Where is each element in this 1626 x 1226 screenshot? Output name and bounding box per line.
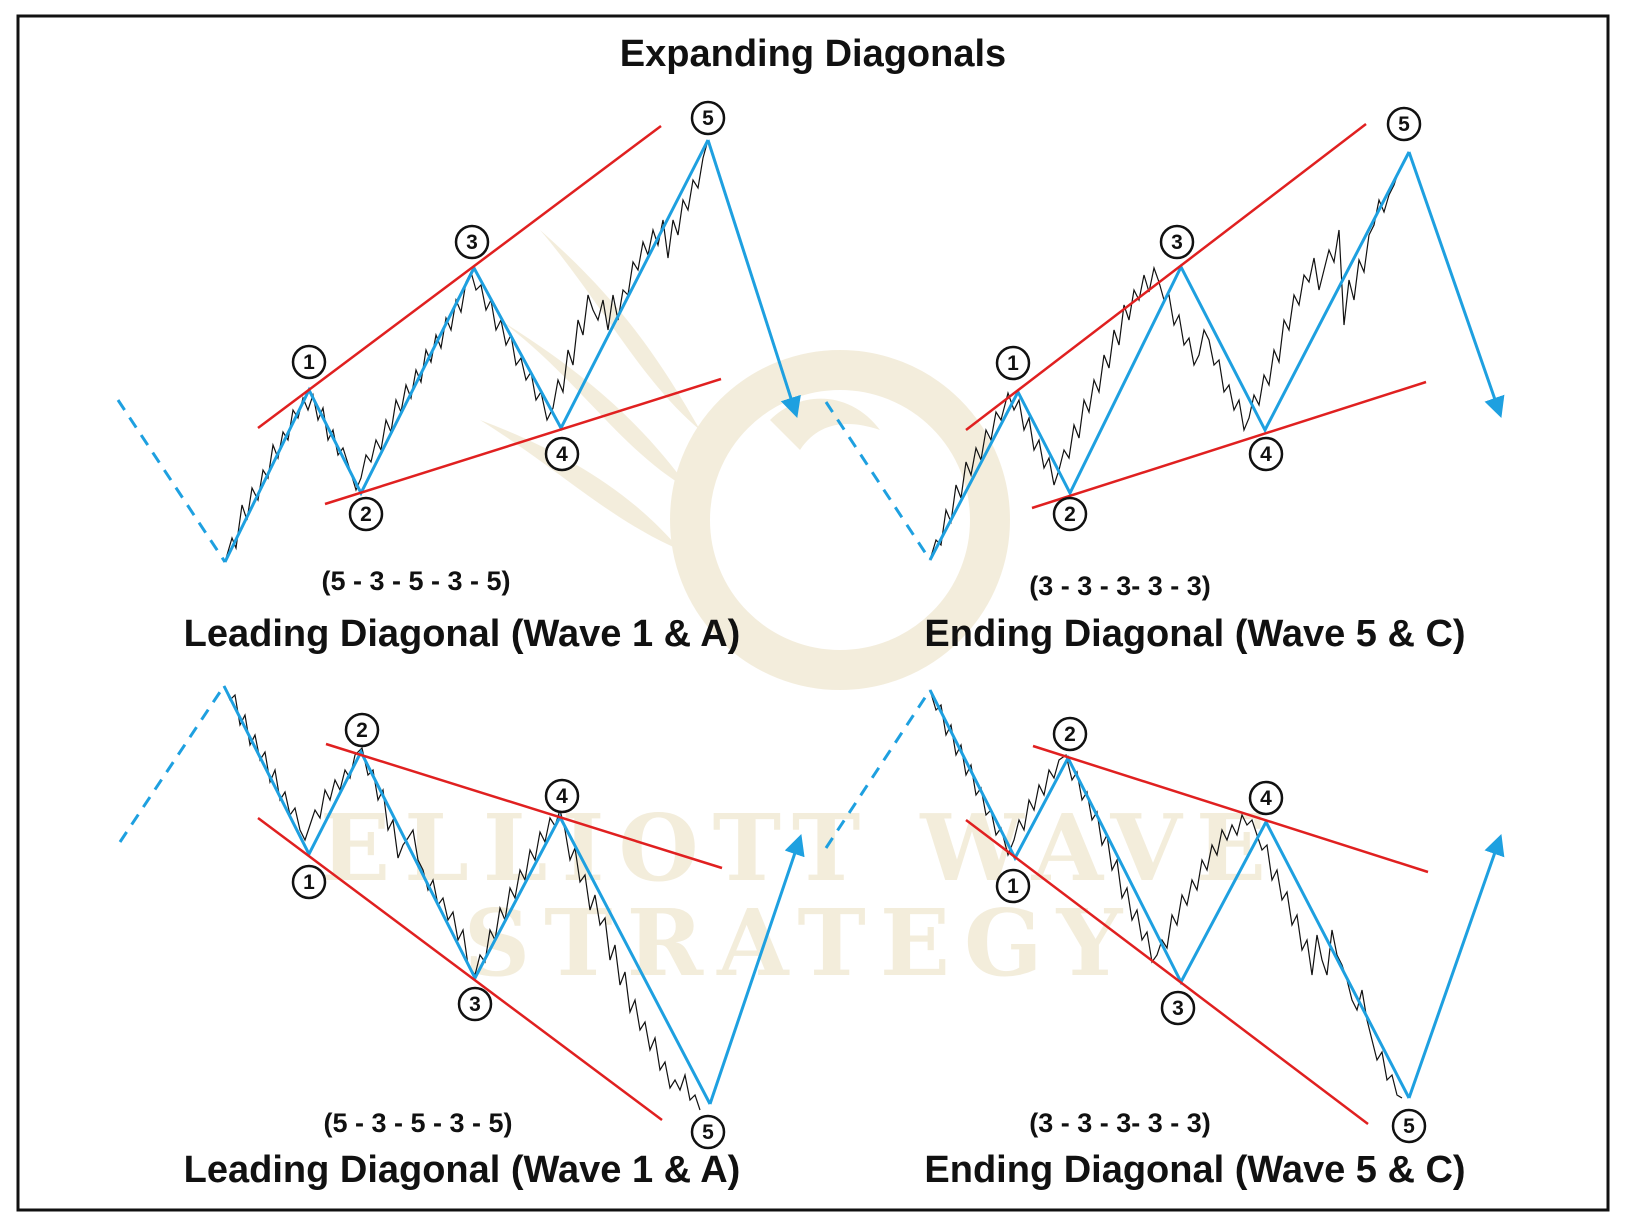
svg-text:1: 1 [1007, 352, 1019, 375]
wave-label-3: 3 [457, 986, 493, 1022]
wave-5-to-arrow [1407, 834, 1505, 1099]
upper-trendline [1032, 744, 1429, 874]
outer-border [16, 14, 1610, 1212]
svg-text:2: 2 [360, 503, 372, 526]
wave-label-4: 4 [1248, 436, 1284, 472]
wave-label-1: 1 [995, 868, 1031, 904]
wave-label-2: 2 [348, 496, 384, 532]
wave-label-5: 5 [690, 1114, 726, 1150]
svg-text:3: 3 [1171, 231, 1183, 254]
wave-5-to-arrow [1407, 151, 1505, 418]
wave-label-3: 3 [1160, 990, 1196, 1026]
wave-5-to-arrow [706, 139, 801, 418]
svg-text:4: 4 [1260, 443, 1272, 466]
wave-label-2: 2 [344, 712, 380, 748]
wave-label-4: 4 [544, 778, 580, 814]
wave-path [928, 151, 1411, 561]
svg-text:1: 1 [303, 871, 315, 894]
wave-label-2: 2 [1052, 496, 1088, 532]
svg-text:4: 4 [556, 443, 568, 466]
lower-trendline [965, 819, 1369, 1125]
svg-text:4: 4 [1260, 787, 1272, 810]
wave-label-5: 5 [1386, 106, 1422, 142]
svg-text:5: 5 [702, 1121, 714, 1144]
wave-label-1: 1 [995, 345, 1031, 381]
svg-text:1: 1 [303, 351, 315, 374]
panel-heading: Leading Diagonal (Wave 1 & A) [184, 1149, 741, 1191]
phoenix-logo-icon [480, 230, 1010, 690]
wave-label-5: 5 [1391, 1108, 1427, 1144]
lower-trendline [1031, 380, 1427, 510]
panel-heading: Leading Diagonal (Wave 1 & A) [184, 613, 741, 655]
lower-trendline [257, 816, 663, 1122]
structure-label: (3 - 3 - 3- 3 - 3) [1029, 1108, 1211, 1138]
lead-in-dashed-line [116, 399, 227, 563]
structure-label: (5 - 3 - 5 - 3 - 5) [323, 1108, 512, 1138]
svg-text:3: 3 [469, 993, 481, 1016]
lead-in-dashed-line [118, 685, 226, 843]
wave-label-1: 1 [291, 864, 327, 900]
svg-text:4: 4 [556, 785, 568, 808]
panel-ending-diagonal-down: 1 2 3 4 5 (3 - 3 - 3- 3 - 3) Ending Diag… [824, 689, 1505, 1191]
lead-in-dashed-line [824, 401, 932, 561]
wave-label-3: 3 [1159, 224, 1195, 260]
panel-leading-diagonal-down: 1 2 3 4 5 (5 - 3 - 5 - 3 - 5) Leading Di… [118, 685, 805, 1191]
wave-path [928, 689, 1411, 1099]
panel-leading-diagonal-up: 1 2 3 4 5 (5 - 3 - 5 - 3 - 5) Leading Di… [116, 100, 801, 655]
wave-label-4: 4 [544, 436, 580, 472]
svg-text:3: 3 [1172, 997, 1184, 1020]
upper-trendline [965, 123, 1367, 431]
svg-text:5: 5 [702, 107, 714, 130]
panel-ending-diagonal-up: 1 2 3 4 5 (3 - 3 - 3- 3 - 3) Ending Diag… [824, 106, 1505, 655]
wave-label-1: 1 [291, 344, 327, 380]
wave-label-2: 2 [1052, 716, 1088, 752]
price-path [929, 151, 1410, 561]
watermark-line-1: ELLIOTT WAVE [320, 794, 1280, 902]
lead-in-dashed-line [824, 689, 932, 849]
svg-text:5: 5 [1398, 113, 1410, 136]
svg-text:3: 3 [466, 231, 478, 254]
panel-heading: Ending Diagonal (Wave 5 & C) [924, 613, 1465, 655]
lower-trendline [324, 377, 722, 506]
watermark-line-2: STRATEGY [464, 889, 1137, 997]
diagram-title: Expanding Diagonals [620, 33, 1006, 75]
wave-label-4: 4 [1248, 780, 1284, 816]
wave-path [222, 685, 712, 1105]
wave-label-3: 3 [454, 224, 490, 260]
upper-trendline [257, 124, 662, 430]
svg-text:2: 2 [1064, 723, 1076, 746]
wave-path [223, 139, 710, 563]
structure-label: (5 - 3 - 5 - 3 - 5) [321, 566, 510, 596]
svg-text:2: 2 [1064, 503, 1076, 526]
svg-text:1: 1 [1007, 875, 1019, 898]
svg-text:2: 2 [356, 719, 368, 742]
price-path [223, 685, 701, 1111]
upper-trendline [325, 742, 723, 870]
structure-label: (3 - 3 - 3- 3 - 3) [1029, 571, 1211, 601]
panel-heading: Ending Diagonal (Wave 5 & C) [924, 1149, 1465, 1191]
wave-5-to-arrow [708, 834, 805, 1105]
svg-text:5: 5 [1403, 1115, 1415, 1138]
wave-label-5: 5 [690, 100, 726, 136]
